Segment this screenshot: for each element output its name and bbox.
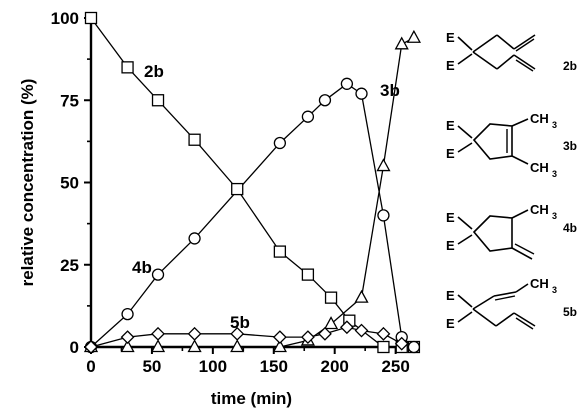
point-4b [273,136,287,150]
y-tick-label: 50 [60,174,79,193]
point-3b [150,339,166,353]
point-5b [339,320,354,335]
series-label-5b: 5b [230,313,250,332]
x-axis-label: time (min) [211,389,292,408]
point-5b [394,336,409,351]
x-tick-label: 150 [260,357,288,376]
structure-3b-e-top: E [446,118,455,133]
structure-5b-e-top: E [446,288,455,303]
series-label-2b: 2b [144,62,164,81]
structure-3b-methyl-top: CH [530,111,549,126]
point-2b [151,94,165,107]
structure-5b-label: 5b [563,305,577,319]
point-4b [377,209,390,222]
structure-3b: E E CH 3 CH 3 3b [446,111,577,179]
point-4b [301,110,315,123]
point-2b [84,11,98,25]
point-2b [273,245,287,258]
point-4b [121,307,134,321]
point-2b [301,268,315,281]
structure-5b-methyl: CH [530,276,549,291]
series-label-3b: 3b [380,81,400,100]
point-5b [187,326,202,341]
structure-5b: E E CH 3 5b [446,276,577,331]
point-5b [272,330,287,345]
structure-3b-methyl-bottom: CH [530,160,549,175]
x-tick-label: 0 [86,357,95,376]
structure-4b: E E CH 3 4b [446,202,577,260]
point-4b [407,340,421,354]
structure-3b-label: 3b [563,139,577,153]
point-5b [376,326,391,341]
structure-2b-e-bottom: E [446,58,455,73]
structure-2b-label: 2b [563,59,577,73]
structure-3b-methyl-bottom-sub: 3 [552,169,557,179]
structure-4b-methyl-sub: 3 [552,211,557,221]
point-5b [318,326,332,341]
point-5b [300,330,315,345]
point-5b [120,330,135,345]
point-2b [377,340,390,354]
series-line-3b [91,37,415,348]
x-tick-label: 50 [142,357,161,376]
point-2b [231,182,244,196]
point-3b [354,289,369,303]
point-4b [318,94,332,107]
point-4b [151,268,165,281]
y-tick-label: 75 [60,91,79,110]
x-tick-label: 200 [321,357,349,376]
structure-2b-e-top: E [446,30,455,45]
structure-5b-e-bottom: E [446,316,455,331]
point-2b [324,291,338,304]
structure-5b-methyl-sub: 3 [552,285,557,295]
point-5b [151,326,165,341]
point-3b [230,339,245,353]
point-3b [187,339,202,353]
point-4b [188,232,201,245]
structure-4b-methyl: CH [530,202,549,217]
point-3b [323,316,339,330]
y-axis-label: relative concentration (%) [18,79,37,287]
structure-4b-label: 4b [563,221,577,235]
plot-area: 0 50 100 150 200 250 0 25 50 75 100 time (min) relat… [18,9,422,408]
point-5b [354,323,369,338]
x-tick-label: 100 [199,357,227,376]
point-2b [188,133,201,146]
series-line-4b [90,83,415,348]
y-tick-label: 25 [60,256,79,275]
point-3b [394,36,409,50]
point-3b [406,29,422,43]
y-tick-label: 100 [51,9,79,28]
point-5b [230,326,245,341]
point-3b [120,339,135,353]
structure-4b-e-bottom: E [446,238,455,253]
point-4b [340,77,354,90]
x-tick-label: 250 [381,357,409,376]
y-tick-label: 0 [70,338,79,357]
point-3b [272,339,287,353]
structure-3b-e-bottom: E [446,146,455,161]
point-2b [121,61,134,74]
structure-2b: E E 2b [446,30,577,73]
series-label-4b: 4b [132,258,152,277]
point-4b [355,87,368,100]
structure-3b-methyl-top-sub: 3 [552,120,557,130]
point-3b [376,158,391,172]
point-5b [84,340,98,354]
structure-4b-e-top: E [446,210,455,225]
